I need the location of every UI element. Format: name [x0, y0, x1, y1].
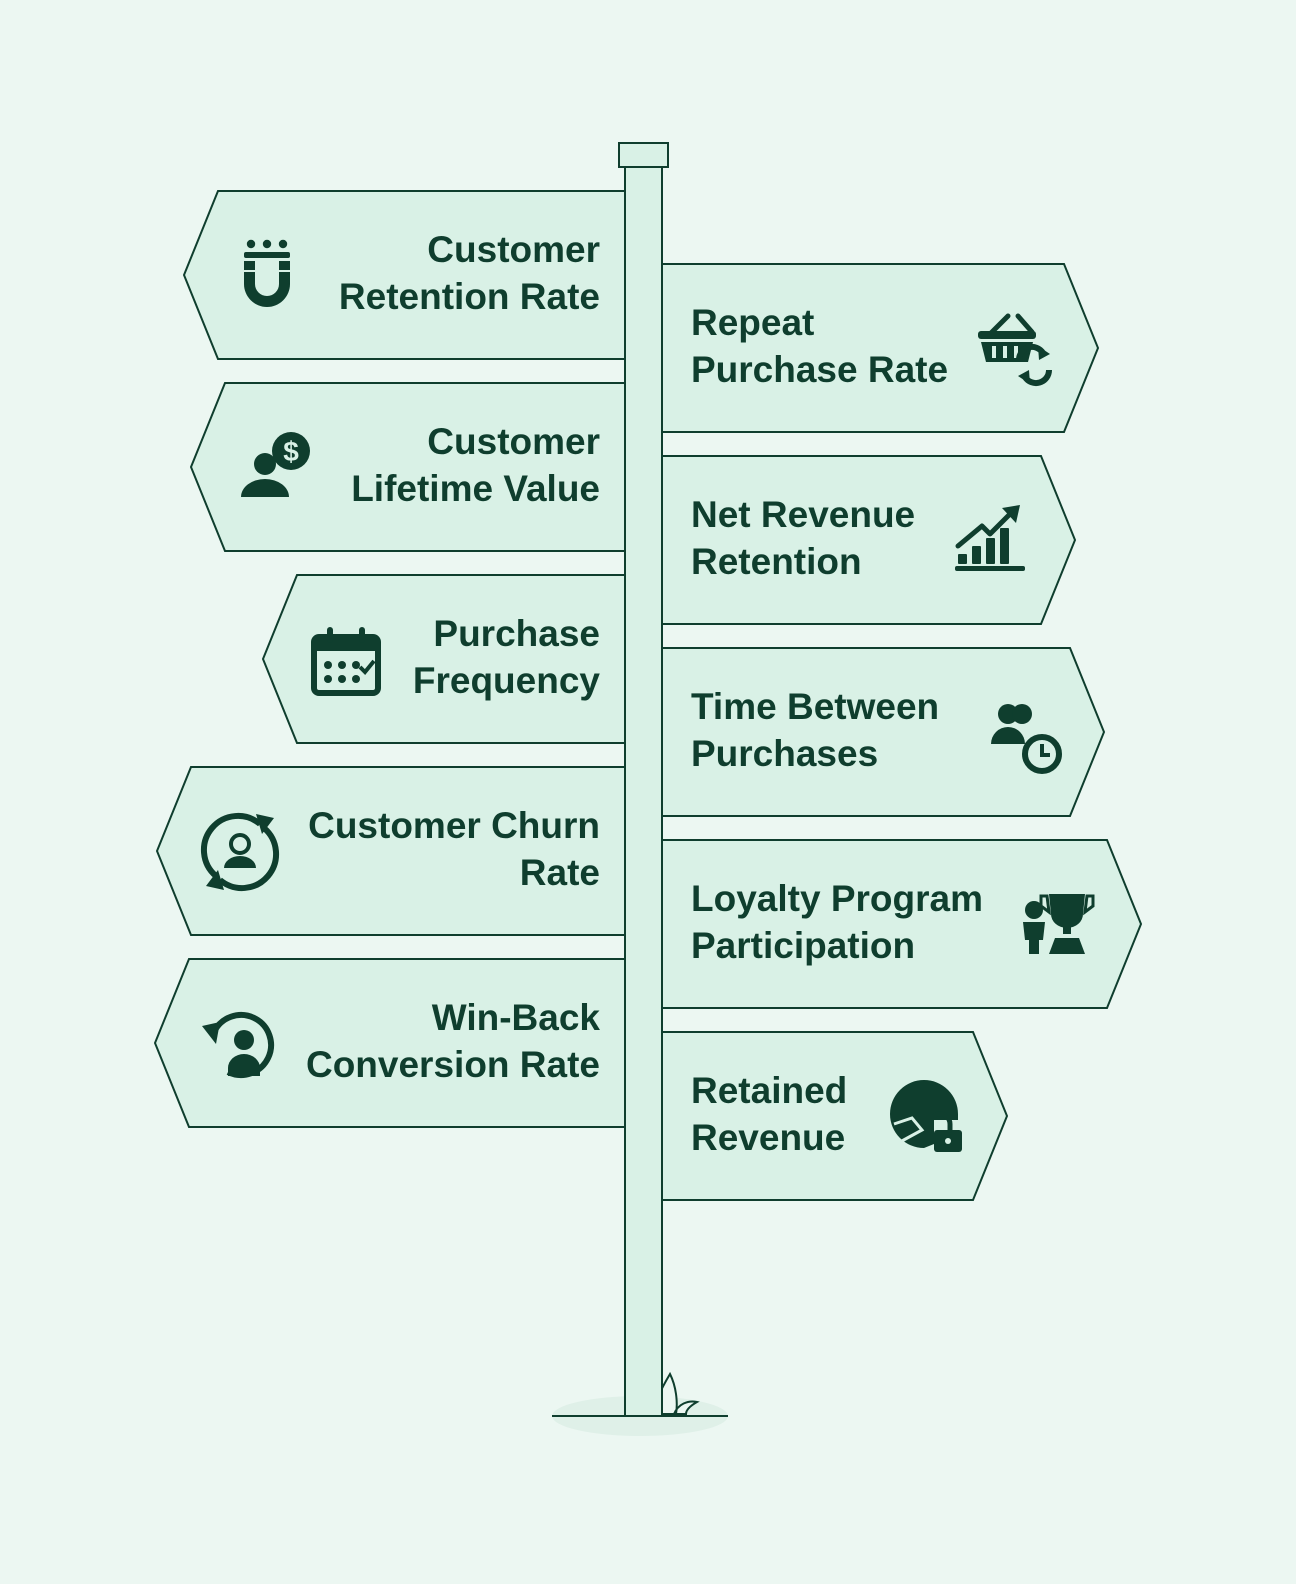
sign-board: [155, 766, 626, 936]
sign-label: Loyalty Program Participation: [691, 878, 983, 966]
sign-board: [189, 382, 626, 552]
sign-label: Customer Retention Rate: [338, 229, 600, 317]
sign-8: [661, 839, 1143, 1009]
sign-board: [661, 647, 1106, 817]
post-cap: [618, 142, 669, 168]
sign-label: Purchase Frequency: [412, 613, 600, 701]
sign-board: [661, 839, 1143, 1009]
sign-4: [661, 455, 1077, 625]
post: [624, 164, 663, 1417]
sign-board: [261, 574, 626, 744]
sign-label: Retained Revenue: [691, 1070, 848, 1158]
sign-label: Customer Churn Rate: [308, 805, 600, 893]
sign-label: Customer Lifetime Value: [351, 421, 600, 509]
sign-board: [661, 263, 1100, 433]
sign-label: Time Between Purchases: [691, 686, 940, 774]
sign-7: [155, 766, 626, 936]
sign-label: Win-Back Conversion Rate: [305, 997, 600, 1085]
sign-6: [661, 647, 1106, 817]
sign-3: [189, 382, 626, 552]
sign-board: [153, 958, 626, 1128]
sign-board: [661, 1031, 1009, 1201]
sign-1: [182, 190, 626, 360]
sign-board: [182, 190, 626, 360]
sign-2: [661, 263, 1100, 433]
sign-10: [661, 1031, 1009, 1201]
sign-board: [661, 455, 1077, 625]
sign-9: [153, 958, 626, 1128]
sign-label: Repeat Purchase Rate: [691, 302, 949, 390]
sign-5: [261, 574, 626, 744]
sign-label: Net Revenue Retention: [691, 494, 916, 582]
